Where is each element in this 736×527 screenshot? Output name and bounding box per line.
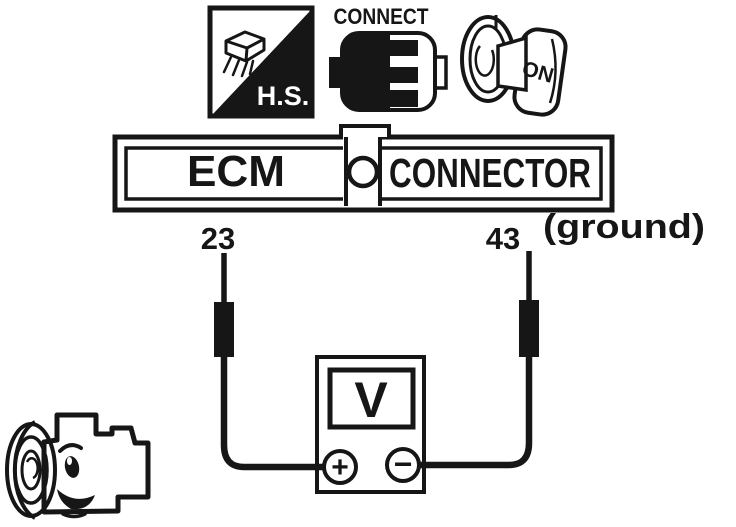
ignition-key-on-icon: ON xyxy=(460,15,568,117)
harness-connector-sketch-icon xyxy=(224,30,266,63)
mascot-body xyxy=(41,412,151,515)
plug-pin-middle xyxy=(390,67,418,83)
mascot-coil-ring-3 xyxy=(20,449,42,491)
mascot-chin-line xyxy=(61,512,87,519)
plug-pin-top xyxy=(390,40,418,56)
left-probe-lead xyxy=(220,357,330,471)
mascot-smile xyxy=(57,489,95,510)
harness-wires-sketch-icon xyxy=(222,55,255,78)
mascot-coil-ring-1 xyxy=(5,422,57,518)
lock-face-spiral xyxy=(474,45,496,77)
plug-left-tab xyxy=(329,57,344,88)
mascot-eye-highlight xyxy=(67,457,72,465)
plug-black-half xyxy=(342,33,390,110)
mascot-eyebrow xyxy=(58,443,83,453)
plus-terminal-label: + xyxy=(331,451,349,484)
mascot-coil-ring-2 xyxy=(13,435,49,505)
hs-inspection-icon: H.S. xyxy=(207,5,315,119)
hs-badge-black-triangle xyxy=(213,11,310,114)
pin-23-label: 23 xyxy=(201,221,235,256)
plus-terminal-circle xyxy=(322,449,358,485)
plug-pin-bottom xyxy=(390,90,418,107)
connector-label: CONNECTOR xyxy=(389,150,591,196)
voltmeter-terminals: + − xyxy=(322,446,421,485)
voltage-symbol: V xyxy=(354,372,388,428)
center-strip-edges xyxy=(344,137,382,206)
center-lock-tab xyxy=(339,124,391,137)
right-probe-lead xyxy=(414,357,533,469)
mascot-coil-center xyxy=(25,457,39,480)
voltmeter-display xyxy=(327,367,416,430)
pin-43-label: 43 xyxy=(486,221,520,256)
minus-terminal-label: − xyxy=(394,446,413,482)
connect-plug-icon xyxy=(329,31,448,112)
left-probe-sleeve xyxy=(214,302,234,357)
connector-index-circle xyxy=(346,155,380,189)
minus-terminal-circle xyxy=(385,447,421,483)
connector-mascot-icon xyxy=(5,412,151,520)
ground-note-label: (ground) xyxy=(543,208,705,246)
left-test-probe-wire xyxy=(214,253,330,471)
ecm-label: ECM xyxy=(187,147,285,196)
key-head-inner-line xyxy=(548,38,557,104)
key-shaft xyxy=(496,35,528,93)
connect-caption: CONNECT xyxy=(334,4,429,29)
right-probe-sleeve xyxy=(519,300,539,357)
ecm-connector-bar: ECM CONNECTOR xyxy=(112,124,615,213)
right-test-probe-wire xyxy=(414,251,539,469)
hs-badge-label: H.S. xyxy=(257,81,310,111)
